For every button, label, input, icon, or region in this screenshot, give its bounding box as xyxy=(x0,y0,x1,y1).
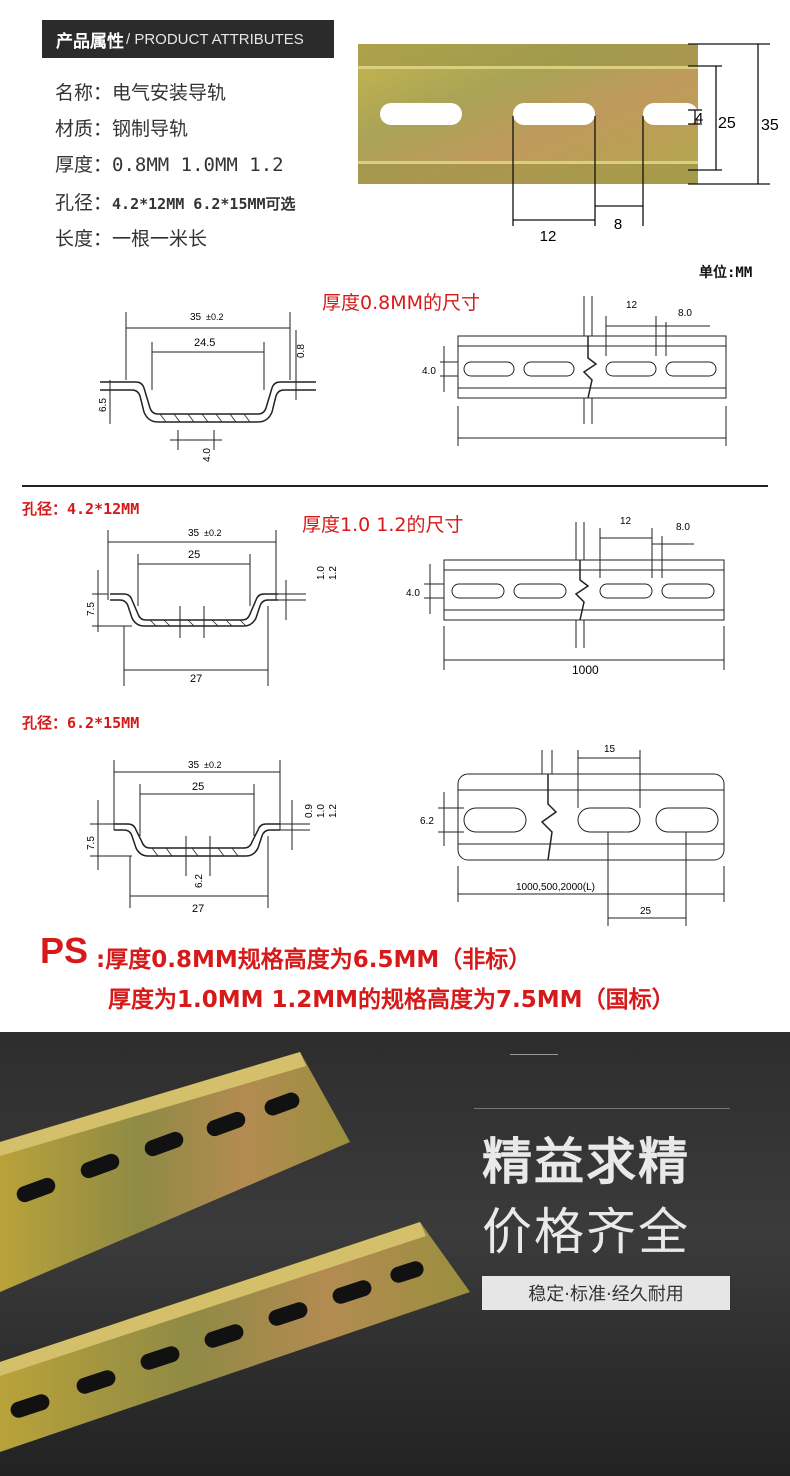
drawing2-title: 厚度1.0 1.2的尺寸 xyxy=(302,514,464,536)
ps-line1: :厚度0.8MM规格高度为6.5MM（非标） xyxy=(96,947,532,973)
tagline-bar: 稳定·标准·经久耐用 xyxy=(482,1276,730,1310)
d1-hole: 4.0 xyxy=(202,448,213,462)
drawing1-title: 厚度0.8MM的尺寸 xyxy=(322,292,481,314)
d2-pitch: 8.0 xyxy=(676,522,690,533)
banner-rule xyxy=(474,1108,730,1109)
d2-tol: ±0.2 xyxy=(204,528,221,538)
d3-base: 27 xyxy=(192,903,204,915)
d3-lengths: 1000,500,2000(L) xyxy=(516,882,595,893)
photo-dim-pitch: 8 xyxy=(614,216,622,233)
d3-slot-len: 15 xyxy=(604,744,616,755)
slogan-primary: 精益求精 xyxy=(482,1132,690,1191)
d1-tol: ±0.2 xyxy=(206,312,223,322)
d1-pitch: 8.0 xyxy=(678,308,692,319)
rail-product-photo xyxy=(0,1052,470,1452)
ps-line2: 厚度为1.0MM 1.2MM的规格高度为7.5MM（国标） xyxy=(108,987,675,1013)
spec-material: 材质：钢制导轨 xyxy=(55,118,189,140)
drawing3-profile: 35 ±0.2 25 0.9 1.0 1.2 7.5 6.2 27 xyxy=(86,760,339,915)
header-title-zh: 产品属性 xyxy=(56,31,124,52)
rail-photo-diagram: 12 8 4 25 35 xyxy=(358,43,779,245)
d3-height: 7.5 xyxy=(86,836,97,850)
d1-height: 6.5 xyxy=(98,398,109,412)
d3-pitch: 25 xyxy=(640,906,652,917)
header-title-en: / PRODUCT ATTRIBUTES xyxy=(126,30,304,48)
d3-thick-c: 1.2 xyxy=(328,804,339,818)
drawing2-rail-view: 12 8.0 4.0 1000 xyxy=(406,516,725,677)
d2-length: 1000 xyxy=(572,663,599,677)
spec-hole-size: 孔径：4.2*12MM 6.2*15MM可选 xyxy=(55,192,296,214)
d2-slot-len: 12 xyxy=(620,516,632,527)
spec-name: 名称：电气安装导轨 xyxy=(55,82,227,104)
d3-tol: ±0.2 xyxy=(204,760,221,770)
ps-note: PS :厚度0.8MM规格高度为6.5MM（非标） 厚度为1.0MM 1.2MM… xyxy=(40,930,675,1013)
d2-inner: 25 xyxy=(188,549,200,561)
d3-hole: 6.2 xyxy=(194,874,205,888)
rail-slot xyxy=(380,103,462,125)
drawing1-rail-view: 12 8.0 4.0 xyxy=(422,296,727,446)
rail-upper xyxy=(0,1052,350,1292)
banner-accent-line xyxy=(510,1054,558,1055)
section-divider xyxy=(22,485,768,487)
d2-base: 27 xyxy=(190,673,202,685)
d3-inner: 25 xyxy=(192,781,204,793)
d1-slot-len: 12 xyxy=(626,300,638,311)
d1-slot-h: 4.0 xyxy=(422,366,436,377)
spec-thickness: 厚度：0.8MM 1.0MM 1.2 xyxy=(55,154,284,176)
d2-height: 7.5 xyxy=(86,602,97,616)
rail-slot xyxy=(643,103,698,125)
spec-length: 长度：一根一米长 xyxy=(55,228,208,250)
photo-dim-total-h: 35 xyxy=(761,117,779,134)
d1-width: 35 xyxy=(190,312,202,323)
ps-mark: PS xyxy=(40,930,89,971)
d3-slot-h: 6.2 xyxy=(420,816,434,827)
photo-dim-inner-h: 25 xyxy=(718,115,736,132)
rail-slot xyxy=(513,103,595,125)
photo-dim-slot-len: 12 xyxy=(540,228,557,245)
slogan-secondary: 价格齐全 xyxy=(482,1203,690,1261)
d2-thick-a: 1.0 xyxy=(316,566,327,580)
d2-width: 35 xyxy=(188,528,200,539)
product-attributes-header: 产品属性 / PRODUCT ATTRIBUTES xyxy=(42,20,334,58)
unit-label: 单位:MM xyxy=(699,265,753,281)
drawing3-rail-view: 15 6.2 1000,500,2000(L) 25 xyxy=(420,744,725,926)
d3-thick-a: 0.9 xyxy=(304,804,315,818)
promo-banner: 精益求精 价格齐全 稳定·标准·经久耐用 xyxy=(0,1032,790,1476)
d3-thick-b: 1.0 xyxy=(316,804,327,818)
d1-thick: 0.8 xyxy=(296,344,307,358)
d2-slot-h: 4.0 xyxy=(406,588,420,599)
d2-thick-b: 1.2 xyxy=(328,566,339,580)
drawing3-hole-label: 孔径：6.2*15MM xyxy=(22,714,140,732)
d1-inner: 24.5 xyxy=(194,337,215,349)
d3-width: 35 xyxy=(188,760,200,771)
photo-dim-slot-w: 4 xyxy=(695,110,703,127)
drawing2-hole-label: 孔径：4.2*12MM xyxy=(22,500,140,518)
drawing2-profile: 35 ±0.2 25 1.0 1.2 7.5 27 xyxy=(86,528,339,686)
drawing1-profile: 35 ±0.2 24.5 0.8 6.5 4.0 xyxy=(98,312,316,462)
